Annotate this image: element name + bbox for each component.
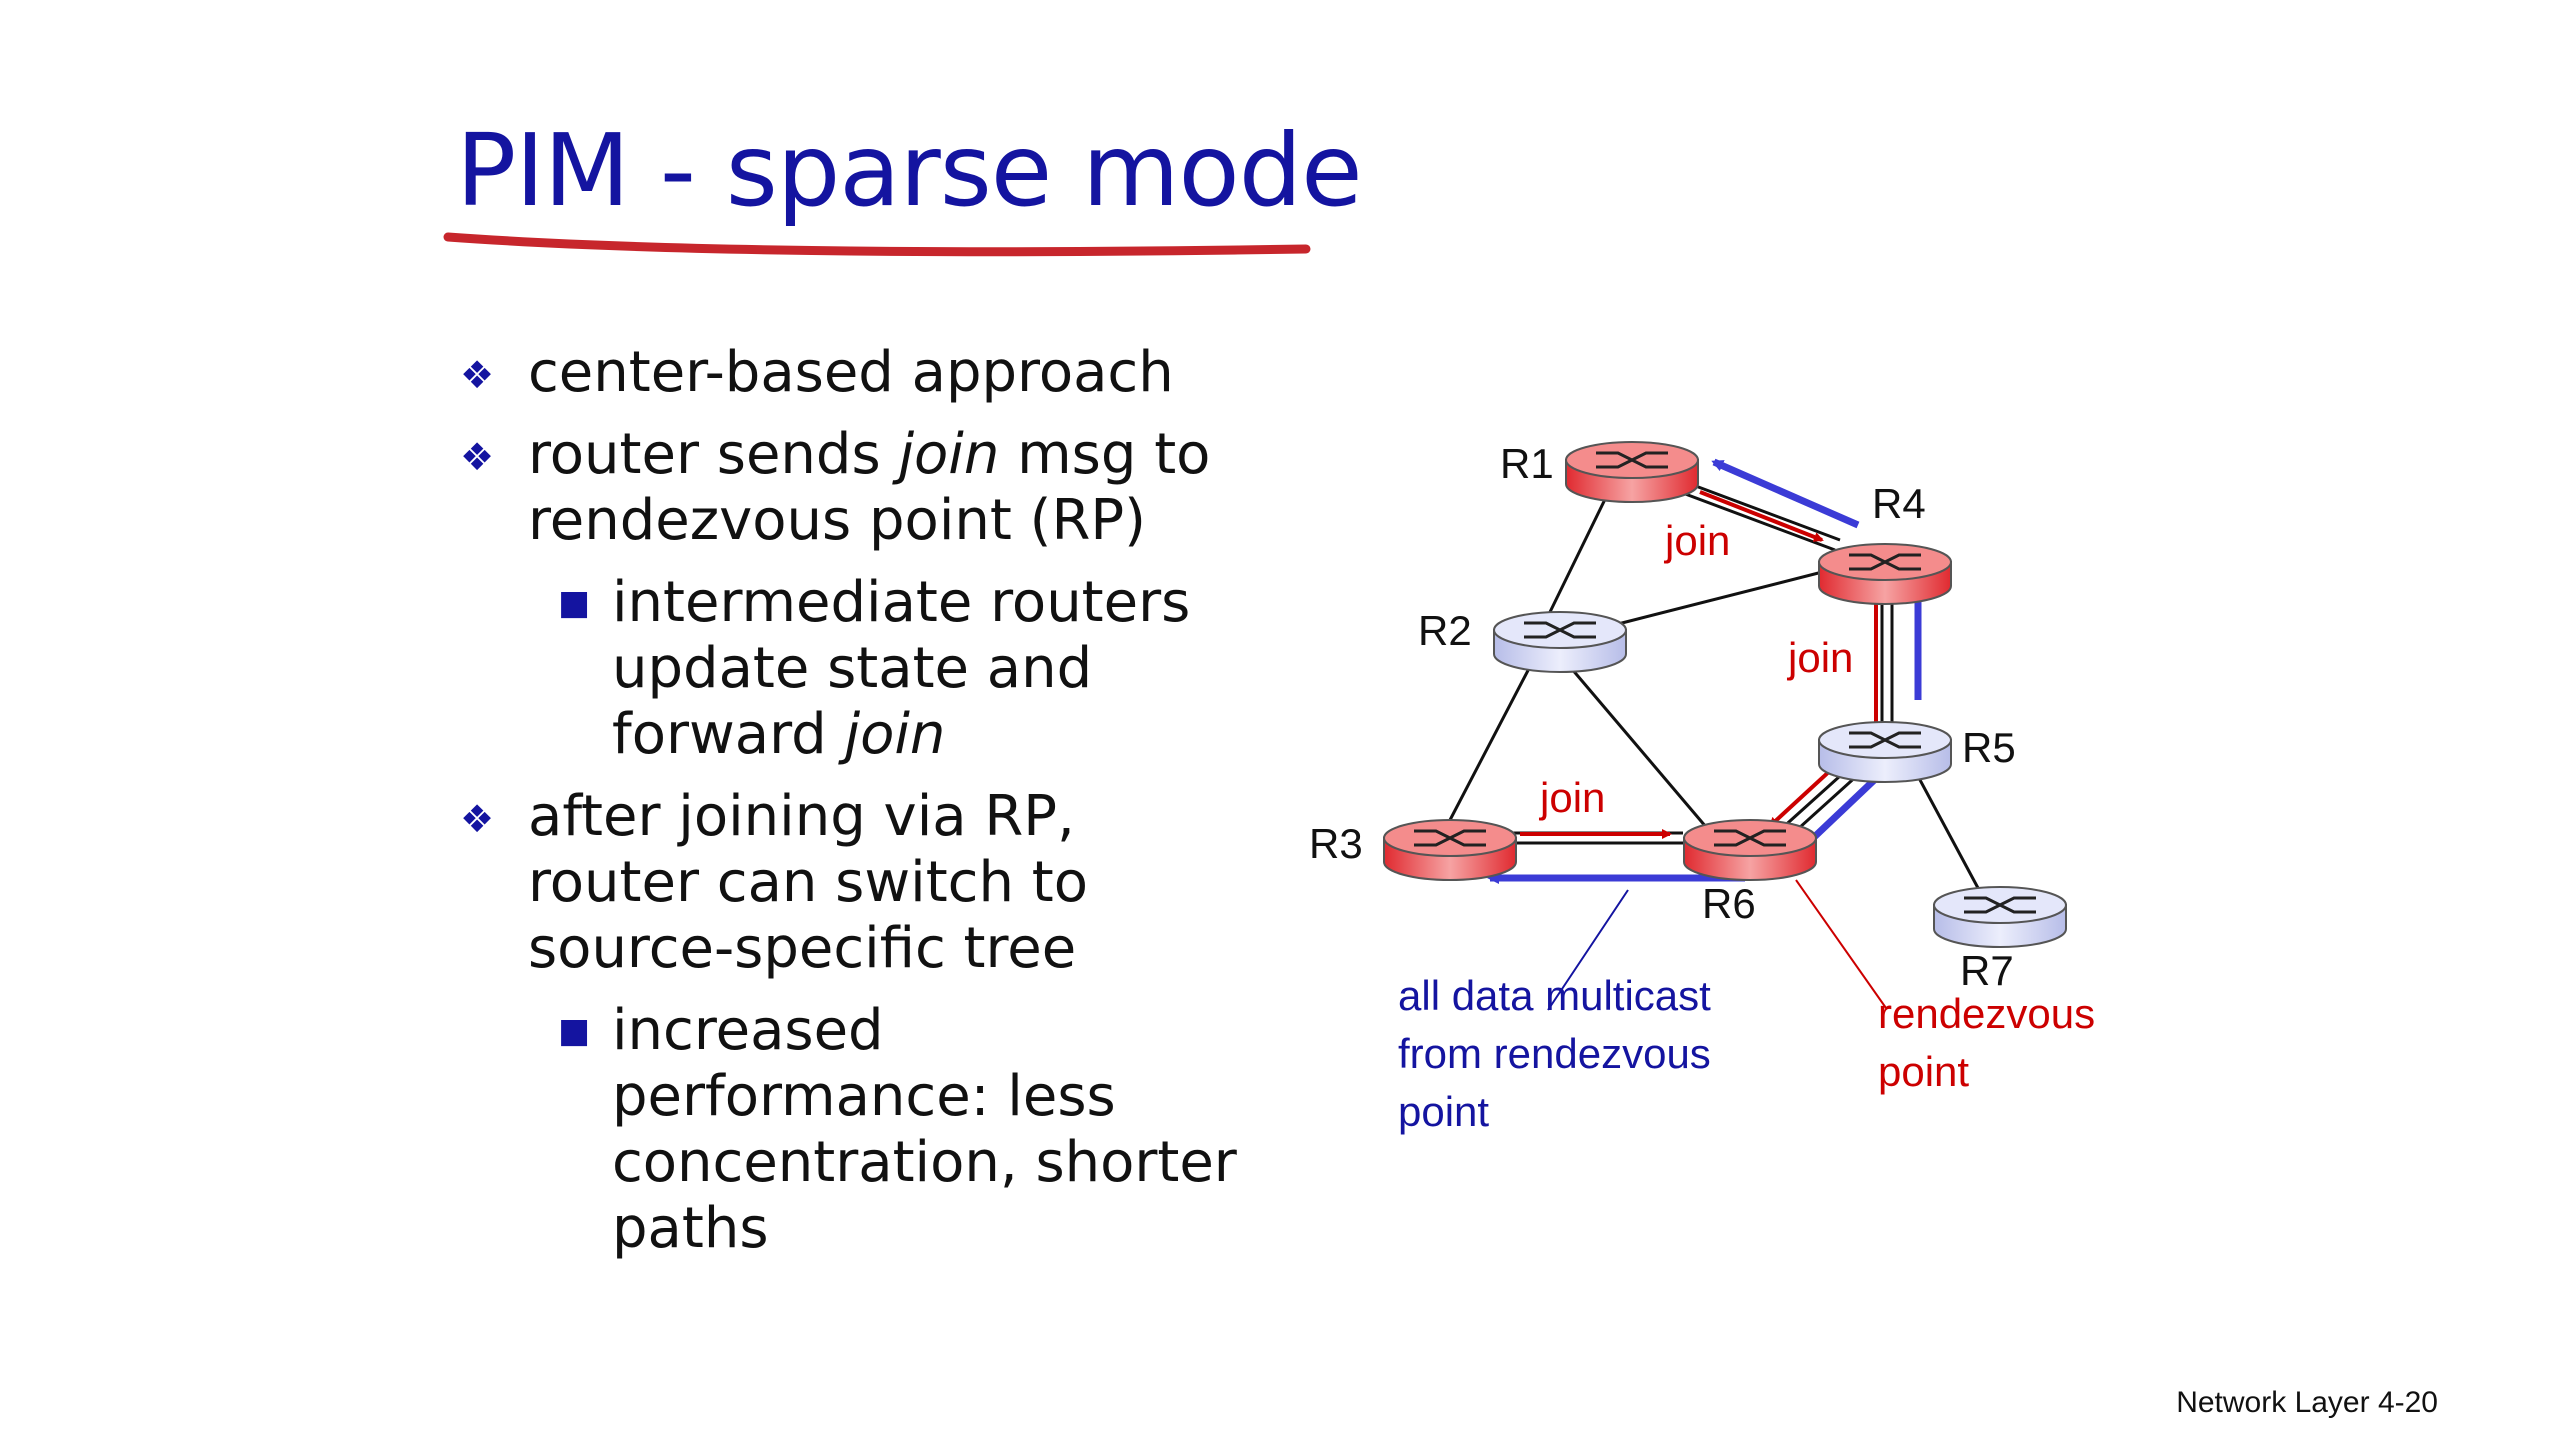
multicast-annotation-line-3: point xyxy=(1398,1088,1489,1135)
rendezvous-annotation-line-2: point xyxy=(1878,1048,1969,1095)
bullet-text: join xyxy=(898,422,1000,487)
bullet-text: intermediate routers update state and fo… xyxy=(612,570,1191,767)
router-label-r3: R3 xyxy=(1309,820,1363,867)
sub-bullet-item: ■ intermediate routers update state and f… xyxy=(460,570,1260,768)
router-label-r2: R2 xyxy=(1418,607,1472,654)
link-r2-r3 xyxy=(1448,656,1537,821)
mcast-arrow-r4-r1 xyxy=(1711,458,1860,529)
join-label-r5-r4: join xyxy=(1786,634,1853,681)
link-r2-r6 xyxy=(1558,654,1714,835)
rendezvous-annotation-line-1: rendezvous xyxy=(1878,990,2095,1037)
router-r6-icon xyxy=(1683,819,1817,881)
diamond-bullet-icon: ❖ xyxy=(460,353,495,397)
router-r3-icon xyxy=(1383,819,1517,881)
router-label-r6: R6 xyxy=(1702,880,1756,927)
bullet-item: ❖ center-based approach xyxy=(460,340,1260,406)
callout-multicast xyxy=(1547,889,1629,1011)
multicast-annotation-line-1: all data multicast xyxy=(1398,972,1711,1019)
router-label-r1: R1 xyxy=(1500,440,1554,487)
callout-rendezvous xyxy=(1795,879,1887,1009)
bullet-text: router sends xyxy=(528,422,899,487)
bullet-text: msg to rendezvous point (RP) xyxy=(528,422,1211,553)
diamond-bullet-icon: ❖ xyxy=(460,797,495,841)
bullet-text: center-based approach xyxy=(528,340,1174,405)
join-label-r1-r4: join xyxy=(1663,517,1730,564)
router-label-r5: R5 xyxy=(1962,724,2016,771)
router-r2-icon xyxy=(1493,611,1627,673)
sub-bullet-item: ■ increased performance: less concentrati… xyxy=(460,998,1260,1262)
multicast-annotation-line-2: from rendezvous xyxy=(1398,1030,1711,1077)
join-label-r3-r6: join xyxy=(1538,774,1605,821)
square-bullet-icon: ■ xyxy=(558,583,591,623)
bullet-item: ❖ after joining via RP, router can switch… xyxy=(460,784,1260,982)
router-r4-icon xyxy=(1818,543,1952,605)
bullet-text: join xyxy=(844,702,946,767)
router-label-r4: R4 xyxy=(1872,480,1926,527)
footer-page-label: Network Layer 4-20 xyxy=(2176,1386,2438,1419)
bullet-item: ❖ router sends join msg to rendezvous poi… xyxy=(460,422,1260,554)
bullet-text: increased performance: less concentratio… xyxy=(612,998,1237,1261)
diamond-bullet-icon: ❖ xyxy=(460,435,495,479)
router-r1-icon xyxy=(1565,441,1699,503)
router-r5-icon xyxy=(1818,721,1952,783)
title-underline xyxy=(443,232,1311,257)
link-r2-r4 xyxy=(1617,566,1839,626)
slide-title: PIM - sparse mode xyxy=(456,112,1363,229)
bullet-text: after joining via RP, router can switch … xyxy=(528,784,1088,981)
square-bullet-icon: ■ xyxy=(558,1011,591,1051)
router-label-r7: R7 xyxy=(1960,947,2014,994)
link-r1-r2 xyxy=(1548,484,1614,613)
join-arrow-r1-r4 xyxy=(1699,490,1824,542)
bullet-list: ❖ center-based approach ❖ router sends join… xyxy=(460,340,1260,1278)
router-r7-icon xyxy=(1933,886,2067,948)
